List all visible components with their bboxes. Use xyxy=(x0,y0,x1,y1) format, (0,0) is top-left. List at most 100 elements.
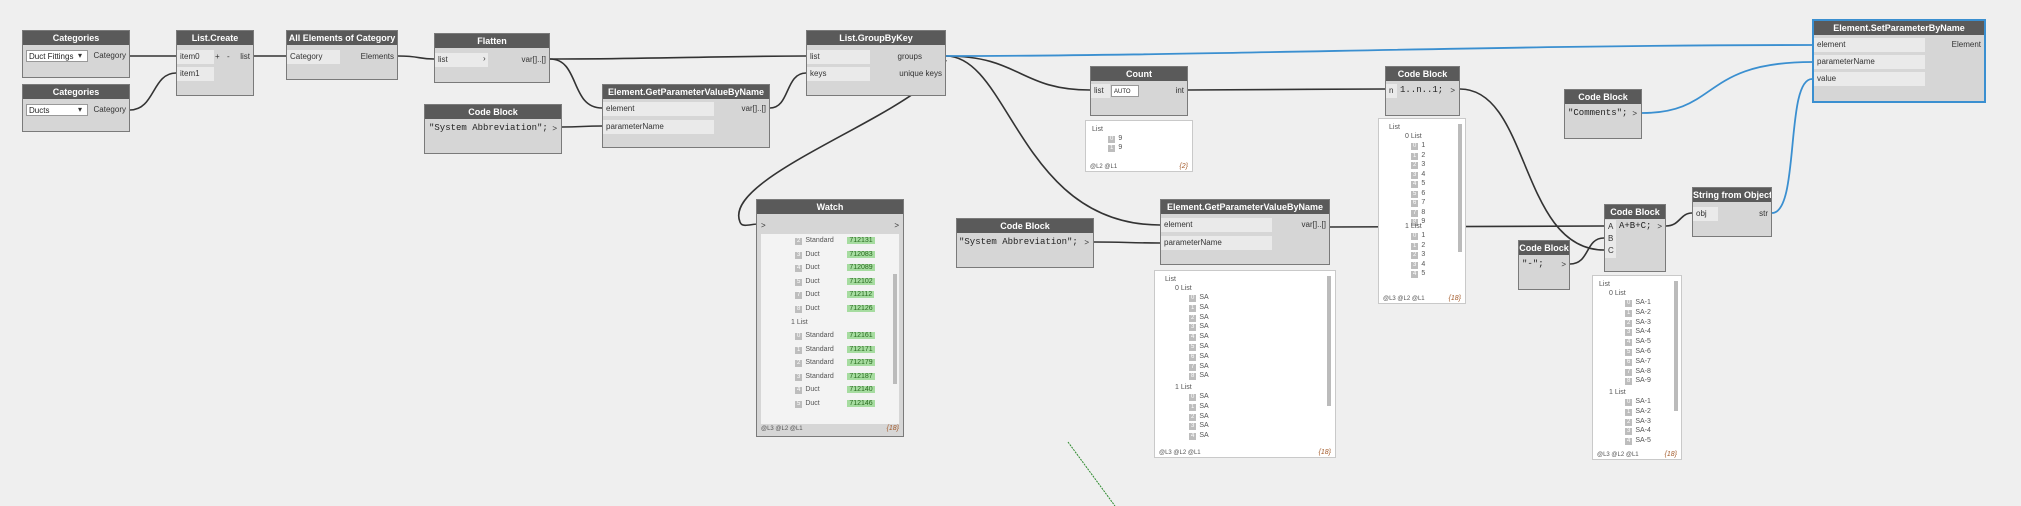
flatten-node[interactable]: Flatten list › var[]..[] xyxy=(434,33,550,83)
input-keys[interactable]: keys xyxy=(807,67,870,81)
code-block-comments[interactable]: Code Block "Comments"; > xyxy=(1564,89,1642,139)
output-var[interactable]: var[]..[] xyxy=(741,104,766,113)
code-block-dash[interactable]: Code Block "-"; > xyxy=(1518,240,1570,290)
category-dropdown[interactable]: Ducts xyxy=(26,104,88,116)
categories-node-2[interactable]: Categories Ducts ▾ Category xyxy=(22,84,130,132)
input-parameter-name[interactable]: parameterName xyxy=(1161,236,1272,250)
input-obj[interactable]: obj xyxy=(1693,207,1718,221)
input-item1[interactable]: item1 xyxy=(177,67,214,81)
lacing-dropdown[interactable]: AUTO xyxy=(1111,85,1139,97)
preview-levels: @L3 @L2 @L1 xyxy=(1383,296,1425,302)
set-parameter-by-name-node[interactable]: Element.SetParameterByName element param… xyxy=(1812,19,1986,103)
code-text[interactable]: "System Abbreviation"; xyxy=(959,237,1078,247)
input-b[interactable]: B xyxy=(1605,232,1616,246)
output-arrow-icon[interactable]: > xyxy=(1084,238,1089,247)
get-parameter-value-node-1[interactable]: Element.GetParameterValueByName element … xyxy=(602,84,770,148)
output-arrow-icon[interactable]: > xyxy=(894,221,899,230)
output-category[interactable]: Category xyxy=(93,51,126,60)
wire-groups-count xyxy=(945,55,1091,91)
string-from-object-node[interactable]: String from Object obj str xyxy=(1692,187,1772,237)
input-arrow-icon[interactable]: > xyxy=(761,221,766,230)
input-parameter-name[interactable]: parameterName xyxy=(1814,55,1925,69)
input-parameter-name[interactable]: parameterName xyxy=(603,120,714,134)
output-groups[interactable]: groups xyxy=(897,52,922,61)
output-str[interactable]: str xyxy=(1759,209,1768,218)
output-arrow-icon[interactable]: > xyxy=(1632,109,1637,118)
category-dropdown[interactable]: Duct Fittings xyxy=(26,50,88,62)
code-text[interactable]: "System Abbreviation"; xyxy=(429,123,548,133)
list-create-node[interactable]: List.Create item0 item1 + - list xyxy=(176,30,254,96)
input-element[interactable]: element xyxy=(1814,38,1925,52)
element-id-link: 712140 xyxy=(847,386,875,393)
output-var[interactable]: var[]..[] xyxy=(521,55,546,64)
code-text[interactable]: 1..n..1; xyxy=(1400,85,1444,95)
input-value[interactable]: value xyxy=(1814,72,1925,86)
element-id-link: 712171 xyxy=(847,345,875,353)
node-title: Code Block xyxy=(1519,241,1569,255)
output-int[interactable]: int xyxy=(1175,86,1184,95)
list-groupbykey-node[interactable]: List.GroupByKey list keys groups unique … xyxy=(806,30,946,96)
scrollbar[interactable] xyxy=(1327,276,1331,406)
node-title: String from Object xyxy=(1693,188,1771,202)
scrollbar[interactable] xyxy=(893,274,897,384)
code-block-concat[interactable]: Code Block A B C A+B+C; > xyxy=(1604,204,1666,272)
output-var[interactable]: var[]..[] xyxy=(1301,220,1326,229)
input-c[interactable]: C xyxy=(1605,244,1616,258)
input-list[interactable]: list xyxy=(807,50,870,64)
scrollbar[interactable] xyxy=(1458,124,1462,252)
output-arrow-icon[interactable]: > xyxy=(1561,260,1566,269)
output-arrow-icon[interactable]: > xyxy=(552,124,557,133)
output-category[interactable]: Category xyxy=(93,105,126,114)
scrollbar[interactable] xyxy=(1674,281,1678,411)
code-block-system-abbreviation-2[interactable]: Code Block "System Abbreviation"; > xyxy=(956,218,1094,268)
code-block-system-abbreviation-1[interactable]: Code Block "System Abbreviation"; > xyxy=(424,104,562,154)
element-id-link: 712112 xyxy=(847,291,875,298)
get-parameter-value-node-2[interactable]: Element.GetParameterValueByName element … xyxy=(1160,199,1330,265)
code-text[interactable]: "-"; xyxy=(1522,259,1544,269)
remove-input-button[interactable]: - xyxy=(227,52,230,61)
code-text[interactable]: A+B+C; xyxy=(1619,221,1652,231)
all-elements-of-category-node[interactable]: All Elements of Category Category Elemen… xyxy=(286,30,398,80)
output-arrow-icon[interactable]: > xyxy=(1657,222,1662,231)
add-input-button[interactable]: + xyxy=(215,52,220,61)
input-list[interactable]: list xyxy=(1091,84,1110,98)
output-element[interactable]: Element xyxy=(1951,40,1981,49)
preview-header: List xyxy=(1599,281,1610,288)
output-arrow-icon[interactable]: > xyxy=(1450,86,1455,95)
output-elements[interactable]: Elements xyxy=(360,52,394,61)
output-unique-keys[interactable]: unique keys xyxy=(899,69,942,78)
input-element[interactable]: element xyxy=(1161,218,1272,232)
output-list[interactable]: list xyxy=(240,52,250,61)
count-node[interactable]: Count list AUTO int xyxy=(1090,66,1188,116)
input-list[interactable]: list xyxy=(435,53,488,67)
code-text[interactable]: "Comments"; xyxy=(1568,108,1628,118)
input-element[interactable]: element xyxy=(603,102,714,116)
input-category[interactable]: Category xyxy=(287,50,340,64)
input-n[interactable]: n xyxy=(1386,84,1397,98)
code-block-range[interactable]: Code Block n 1..n..1; > xyxy=(1385,66,1460,116)
input-a[interactable]: A xyxy=(1605,220,1616,234)
node-title: All Elements of Category xyxy=(287,31,397,45)
preview-header: List xyxy=(1389,124,1400,131)
input-item0[interactable]: item0 xyxy=(177,50,214,64)
wire-count-range xyxy=(1187,88,1386,91)
arrow-icon: › xyxy=(483,54,486,63)
categories-node-1[interactable]: Categories Duct Fittings ▾ Category xyxy=(22,30,130,78)
